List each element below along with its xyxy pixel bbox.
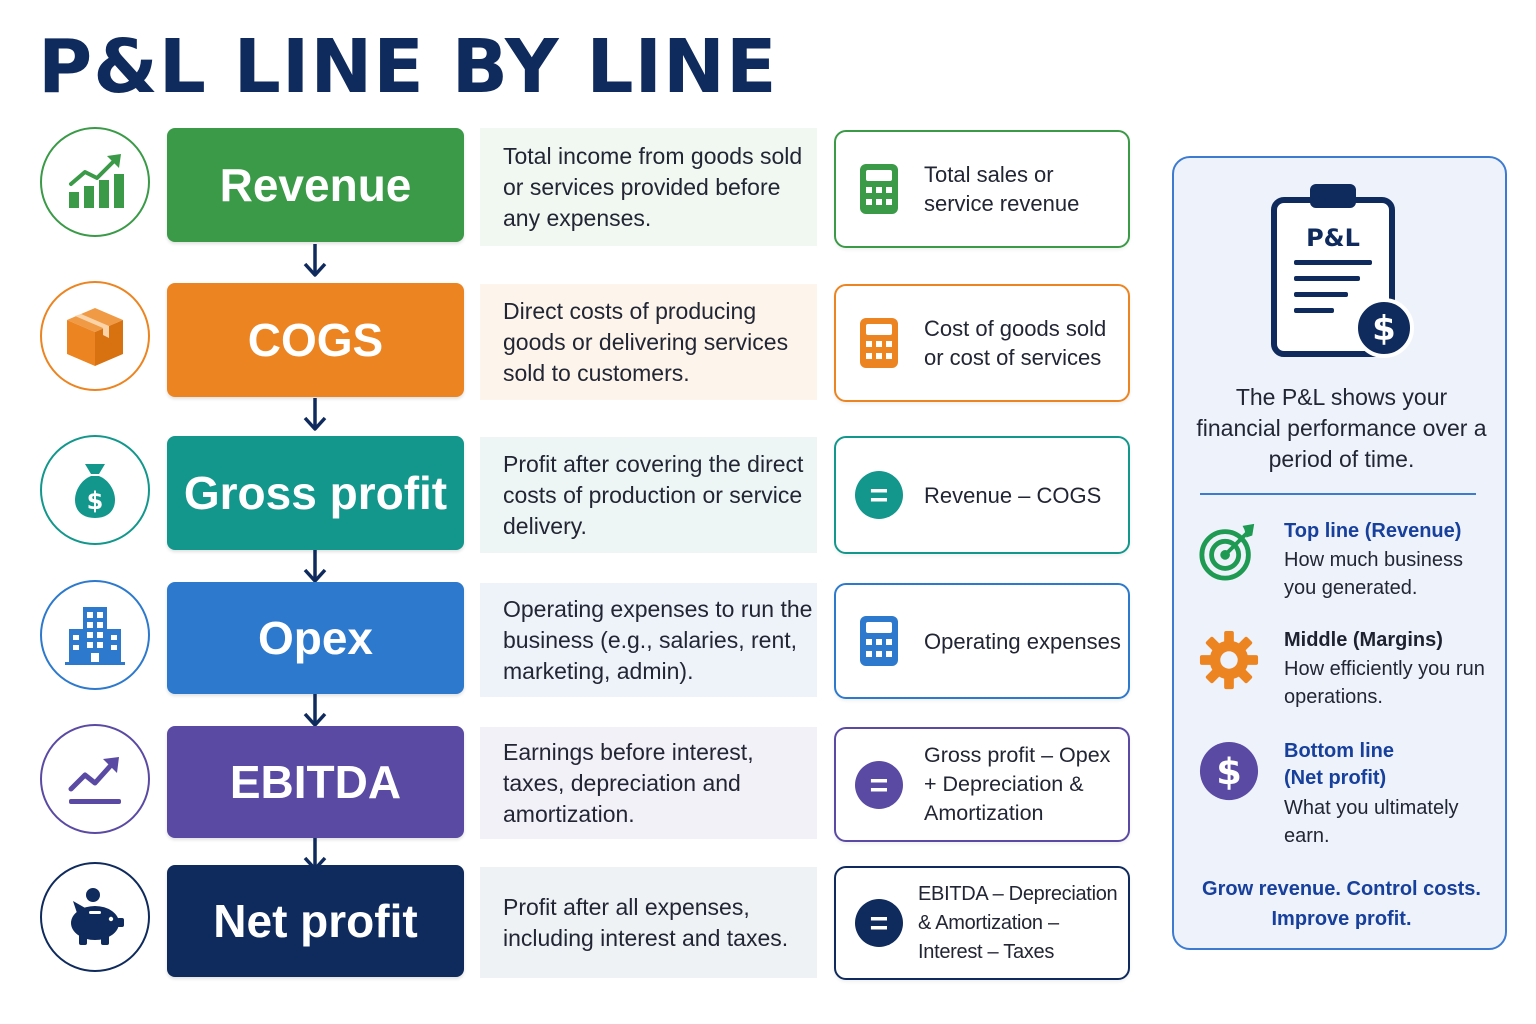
- opex-label: Opex: [167, 582, 464, 694]
- flow-arrow-icon: [303, 398, 327, 431]
- revenue-formula: Total sales or service revenue: [924, 162, 1080, 216]
- equals-icon: =: [854, 898, 904, 948]
- calculator-icon: [854, 616, 904, 666]
- page-title: P&L LINE BY LINE: [38, 24, 778, 110]
- bottom-line-heading: Bottom line (Net profit): [1284, 740, 1394, 789]
- revenue-icon-circle: [40, 127, 150, 237]
- middle-body: How efficiently you run operations.: [1284, 658, 1485, 708]
- trend-line-icon: [68, 757, 121, 804]
- target-icon: [1199, 523, 1255, 581]
- net-profit-label: Net profit: [167, 865, 464, 977]
- svg-text:$: $: [1216, 751, 1242, 794]
- svg-text:$: $: [87, 487, 104, 515]
- cogs-formula: Cost of goods sold or cost of services: [924, 316, 1107, 370]
- gross-profit-formula-card: = Revenue – COGS: [834, 436, 1130, 554]
- ebitda-formula: Gross profit – Opex + Depreciation & Amo…: [924, 743, 1111, 825]
- top-line-heading: Top line (Revenue): [1284, 520, 1462, 542]
- bottom-line-body: What you ultimately earn.: [1284, 797, 1459, 847]
- gear-icon: [1199, 630, 1259, 690]
- summary-panel: P&L $ The P&L shows your financial perfo…: [1172, 156, 1507, 950]
- cogs-formula-card: Cost of goods sold or cost of services: [834, 284, 1130, 402]
- flow-arrow-icon: [303, 694, 327, 727]
- middle-heading: Middle (Margins): [1284, 629, 1443, 651]
- ebitda-icon-circle: [40, 724, 150, 834]
- opex-formula: Operating expenses: [924, 628, 1121, 654]
- cogs-icon-circle: [40, 281, 150, 391]
- panel-divider: [1200, 493, 1476, 495]
- revenue-label: Revenue: [167, 128, 464, 242]
- opex-icon-circle: [40, 580, 150, 690]
- equals-icon: =: [854, 760, 904, 810]
- money-bag-icon: $: [75, 464, 115, 518]
- cogs-description: Direct costs of producing goods or deliv…: [480, 284, 817, 400]
- gross-profit-label: Gross profit: [167, 436, 464, 550]
- tagline-line-1: Grow revenue. Control costs.: [1202, 878, 1481, 900]
- box-icon: [67, 308, 123, 366]
- gross-profit-icon-circle: $: [40, 435, 150, 545]
- net-profit-description: Profit after all expenses, including int…: [480, 867, 817, 978]
- dollar-icon: $: [1199, 741, 1259, 801]
- growth-chart-icon: [69, 154, 124, 208]
- opex-formula-card: Operating expenses: [834, 583, 1130, 699]
- ebitda-label: EBITDA: [167, 726, 464, 838]
- flow-arrow-icon: [303, 244, 327, 277]
- top-line-body: How much business you generated.: [1284, 549, 1463, 599]
- calculator-icon: [854, 318, 904, 368]
- revenue-description: Total income from goods sold or services…: [480, 128, 817, 246]
- cogs-label: COGS: [167, 283, 464, 397]
- panel-tagline: Grow revenue. Control costs. Improve pro…: [1184, 874, 1499, 934]
- revenue-formula-card: Total sales or service revenue: [834, 130, 1130, 248]
- piggy-bank-icon: [71, 888, 124, 945]
- flow-arrow-icon: [303, 550, 327, 583]
- gross-profit-description: Profit after covering the direct costs o…: [480, 437, 817, 553]
- clipboard-label: P&L: [1306, 224, 1360, 252]
- calculator-icon: [854, 164, 904, 214]
- tagline-line-2: Improve profit.: [1271, 908, 1412, 930]
- gross-profit-formula: Revenue – COGS: [924, 482, 1102, 508]
- panel-summary: The P&L shows your financial performance…: [1196, 384, 1487, 472]
- ebitda-description: Earnings before interest, taxes, depreci…: [480, 727, 817, 839]
- net-profit-formula: EBITDA – Depreciation & Amortization – I…: [918, 882, 1118, 963]
- svg-text:$: $: [1372, 309, 1396, 349]
- pl-clipboard-icon: P&L $: [1271, 184, 1414, 358]
- net-profit-formula-card: = EBITDA – Depreciation & Amortization –…: [834, 866, 1130, 980]
- equals-icon: =: [854, 470, 904, 520]
- ebitda-formula-card: = Gross profit – Opex + Depreciation & A…: [834, 727, 1130, 842]
- office-building-icon: [65, 607, 125, 665]
- net-profit-icon-circle: [40, 862, 150, 972]
- opex-description: Operating expenses to run the business (…: [480, 583, 817, 697]
